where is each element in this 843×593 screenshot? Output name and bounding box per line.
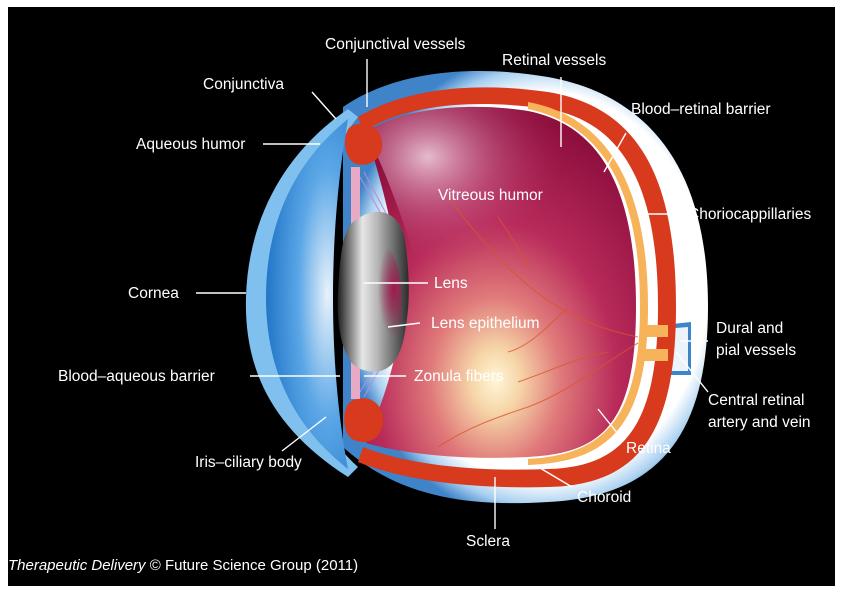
label-conjunctiva: Conjunctiva <box>203 76 284 93</box>
label-blood-retinal-barrier: Blood–retinal barrier <box>631 101 771 118</box>
label-cornea: Cornea <box>128 285 179 302</box>
figure-caption: Therapeutic Delivery © Future Science Gr… <box>8 557 358 574</box>
label-zonula-fibers: Zonula fibers <box>414 368 504 385</box>
label-central-retinal-line1: Central retinal <box>708 392 805 409</box>
label-iris-ciliary-body: Iris–ciliary body <box>195 454 302 471</box>
label-aqueous-humor: Aqueous humor <box>136 136 245 153</box>
label-sclera: Sclera <box>466 533 510 550</box>
iris-lower <box>344 398 383 442</box>
label-choroid: Choroid <box>577 489 631 506</box>
caption-journal: Therapeutic Delivery <box>8 557 146 574</box>
label-retina: Retina <box>626 440 671 457</box>
label-lens: Lens <box>434 275 468 292</box>
label-vitreous-humor: Vitreous humor <box>438 187 543 204</box>
label-retinal-vessels: Retinal vessels <box>502 52 606 69</box>
caption-copyright: © Future Science Group (2011) <box>150 557 358 574</box>
diagram-frame: Conjunctival vessels Retinal vessels Con… <box>8 7 835 586</box>
label-lens-epithelium: Lens epithelium <box>431 315 540 332</box>
label-dural-vessels-line1: Dural and <box>716 320 783 337</box>
label-conjunctival-vessels: Conjunctival vessels <box>325 36 466 53</box>
eye-diagram: Conjunctival vessels Retinal vessels Con… <box>8 7 835 586</box>
label-blood-aqueous-barrier: Blood–aqueous barrier <box>58 368 215 385</box>
label-central-retinal-line2: artery and vein <box>708 414 811 431</box>
label-dural-vessels-line2: pial vessels <box>716 342 796 359</box>
label-choriocappillaries: Choriocappillaries <box>688 206 811 223</box>
